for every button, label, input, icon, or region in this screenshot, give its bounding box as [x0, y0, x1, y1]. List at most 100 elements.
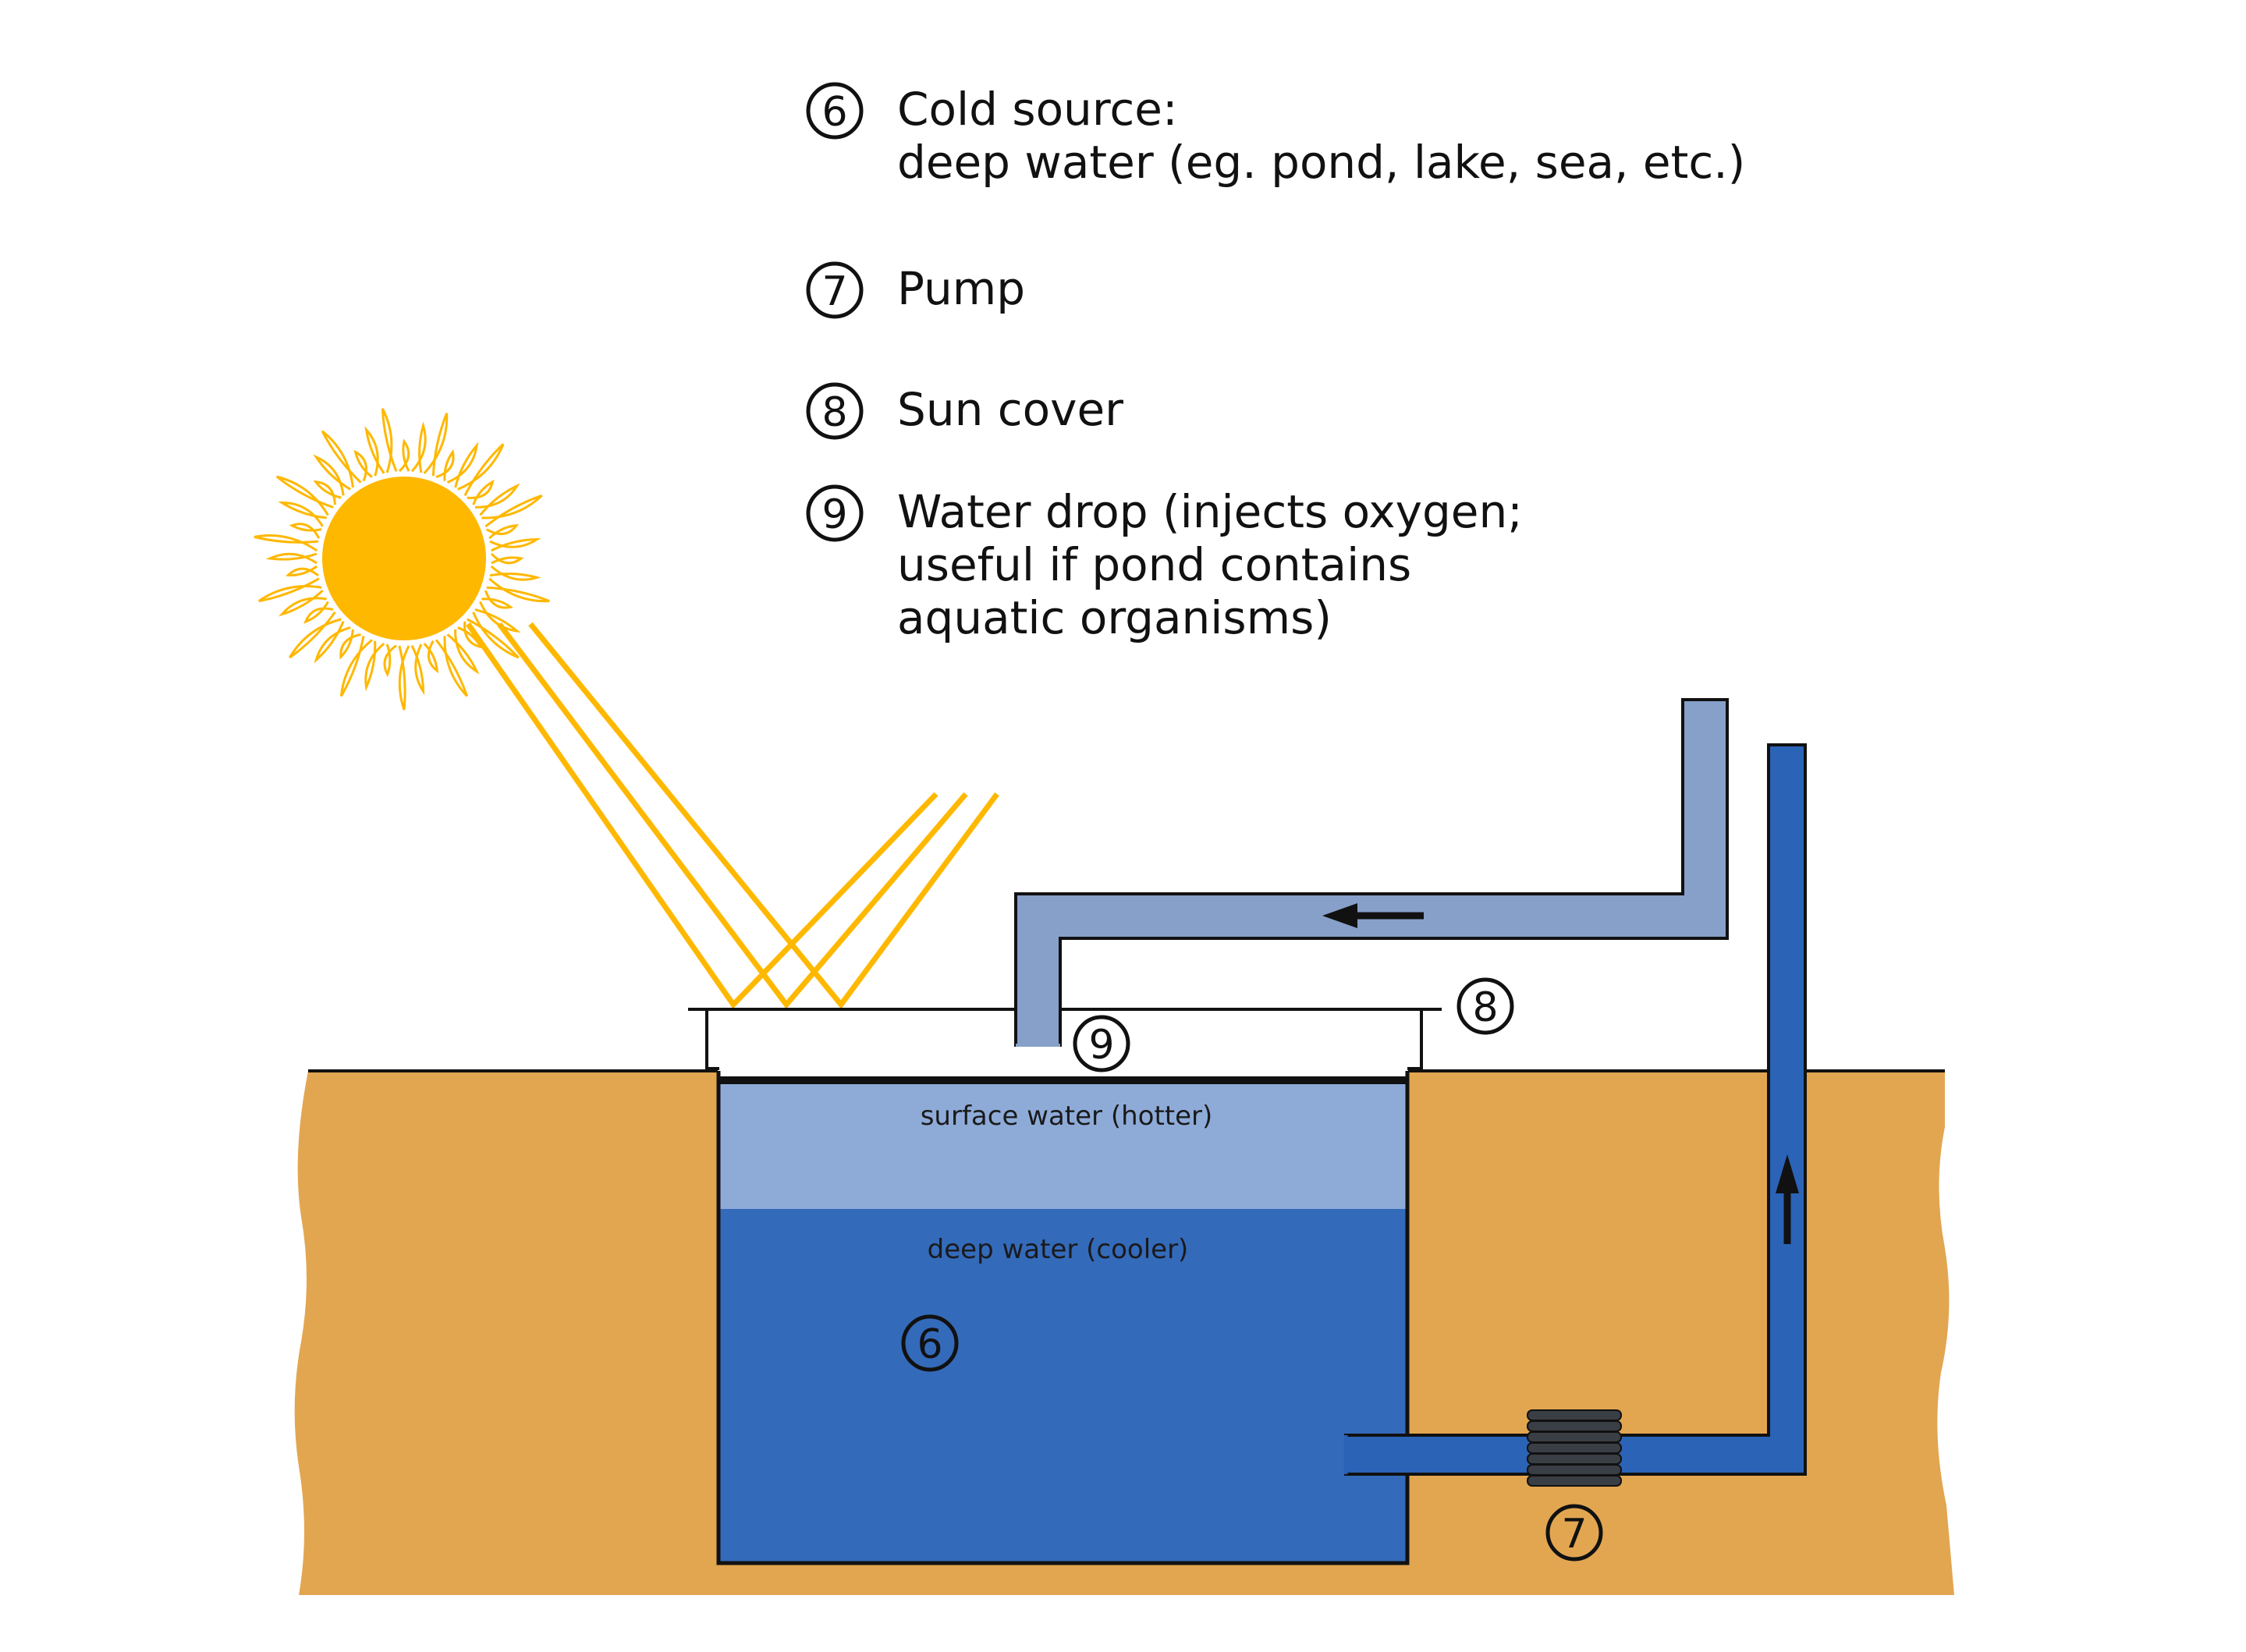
pump-rib	[1527, 1453, 1622, 1465]
sun-flame	[486, 523, 520, 540]
sun-flame	[314, 621, 351, 664]
sun-flame	[289, 611, 342, 659]
legend-label-7: Pump	[897, 262, 1025, 315]
sun-beams	[466, 622, 999, 1009]
pond: surface water (hotter) deep water (coole…	[716, 1071, 1410, 1565]
legend: 6 Cold source: deep water (eg. pond, lak…	[806, 82, 1745, 644]
sun-flame	[446, 441, 479, 488]
legend-label-9-line-2: useful if pond contains	[897, 538, 1411, 591]
legend-label-6-line-2: deep water (eg. pond, lake, sea, etc.)	[897, 136, 1745, 189]
sun-flame	[339, 636, 373, 697]
return-flow-arrow-head	[1322, 903, 1357, 928]
pump-rib	[1527, 1475, 1622, 1487]
sun-flame	[435, 448, 455, 481]
cover-number-8: 8	[1472, 984, 1498, 1031]
legend-marker-6	[806, 82, 864, 140]
legend-label-6-line-1: Cold source:	[897, 83, 1178, 136]
sun-flame	[410, 643, 425, 696]
return-pipe	[1014, 698, 1729, 1047]
pond-marker-6	[901, 1314, 959, 1372]
deep-water-label: deep water (cooler)	[928, 1234, 1189, 1265]
deep-water	[719, 1209, 1407, 1562]
sun-flame	[398, 645, 410, 711]
legend-number-7: 7	[821, 268, 847, 315]
sun-flame	[489, 565, 541, 581]
sun-flame	[265, 552, 318, 565]
sun-flame	[278, 502, 327, 527]
pump-rib	[1527, 1431, 1622, 1443]
sun-flame	[303, 601, 334, 624]
pump-marker-7	[1545, 1504, 1603, 1562]
pond-number-6: 6	[917, 1321, 942, 1368]
sun-flame	[339, 629, 361, 660]
sun-flame	[467, 479, 495, 505]
sun-beam-3	[528, 622, 999, 1009]
sun-flame	[289, 523, 322, 539]
sun-flame	[467, 612, 520, 659]
sun-beam-1	[466, 622, 938, 1009]
sun-flame	[275, 475, 334, 516]
legend-label-9-line-3: aquatic organisms)	[897, 591, 1332, 644]
sun-flame	[481, 494, 543, 528]
sun-flame	[364, 640, 385, 692]
pump-number-7: 7	[1561, 1511, 1587, 1558]
sun-flame	[490, 552, 524, 565]
pump-rib	[1527, 1409, 1622, 1421]
pump-body	[1527, 1409, 1622, 1487]
sun-flame	[489, 537, 541, 552]
legend-marker-8	[806, 382, 864, 440]
sun-flame	[321, 430, 362, 488]
sun-flame	[474, 483, 520, 516]
sun-flame	[381, 408, 398, 473]
legend-number-9: 9	[821, 491, 847, 538]
drop-marker-9	[1073, 1015, 1130, 1072]
legend-item-9: 9 Water drop (injects oxygen; useful if …	[806, 484, 1523, 644]
sun-cover-right-leg	[1407, 1009, 1423, 1070]
sun-flame	[313, 480, 342, 505]
pump-rib	[1527, 1442, 1622, 1454]
sun-flame	[279, 589, 327, 617]
pond-outline	[716, 1071, 1410, 1565]
sun-flame	[364, 426, 385, 477]
sun-flame	[435, 636, 469, 697]
legend-item-7: 7 Pump	[806, 261, 1025, 319]
legend-item-6: 6 Cold source: deep water (eg. pond, lak…	[806, 82, 1745, 189]
sun-flame	[353, 449, 373, 482]
sun-flame	[474, 601, 521, 633]
legend-label-9-line-1: Water drop (injects oxygen;	[897, 485, 1523, 538]
sun-flame	[410, 421, 427, 473]
sun-flame	[423, 640, 439, 674]
sun-flame-rays	[254, 408, 550, 711]
legend-number-6: 6	[821, 89, 847, 136]
pump-rib	[1527, 1464, 1622, 1476]
pump	[1527, 1409, 1622, 1487]
surface-water-label: surface water (hotter)	[921, 1101, 1213, 1132]
sun-flame	[486, 577, 550, 603]
sun-flame	[257, 577, 322, 603]
legend-item-8: 8 Sun cover	[806, 382, 1123, 440]
return-pipe-body	[1014, 698, 1729, 1047]
sun-flame	[457, 443, 505, 496]
legend-number-8: 8	[821, 389, 847, 436]
sun-flame	[383, 643, 397, 678]
sun-flame	[423, 413, 449, 477]
surface-water	[719, 1084, 1407, 1209]
legend-marker-9	[806, 484, 864, 542]
sun-flame	[286, 565, 319, 577]
supply-pipe	[1343, 743, 1807, 1476]
sun	[254, 408, 550, 711]
legend-marker-7	[806, 261, 864, 319]
supply-flow-arrow-head	[1776, 1154, 1799, 1193]
sun-flame	[446, 629, 480, 675]
sun-flame	[254, 534, 319, 552]
cover-marker-8	[1457, 977, 1514, 1035]
sun-beam-2	[497, 622, 968, 1009]
legend-label-8: Sun cover	[897, 383, 1123, 436]
drop-number-9: 9	[1088, 1022, 1114, 1069]
sun-disc	[322, 477, 486, 640]
sun-cover	[688, 1008, 1442, 1070]
pump-rib	[1527, 1420, 1622, 1432]
sun-flame	[481, 590, 514, 609]
pond-surface-film	[719, 1076, 1407, 1084]
